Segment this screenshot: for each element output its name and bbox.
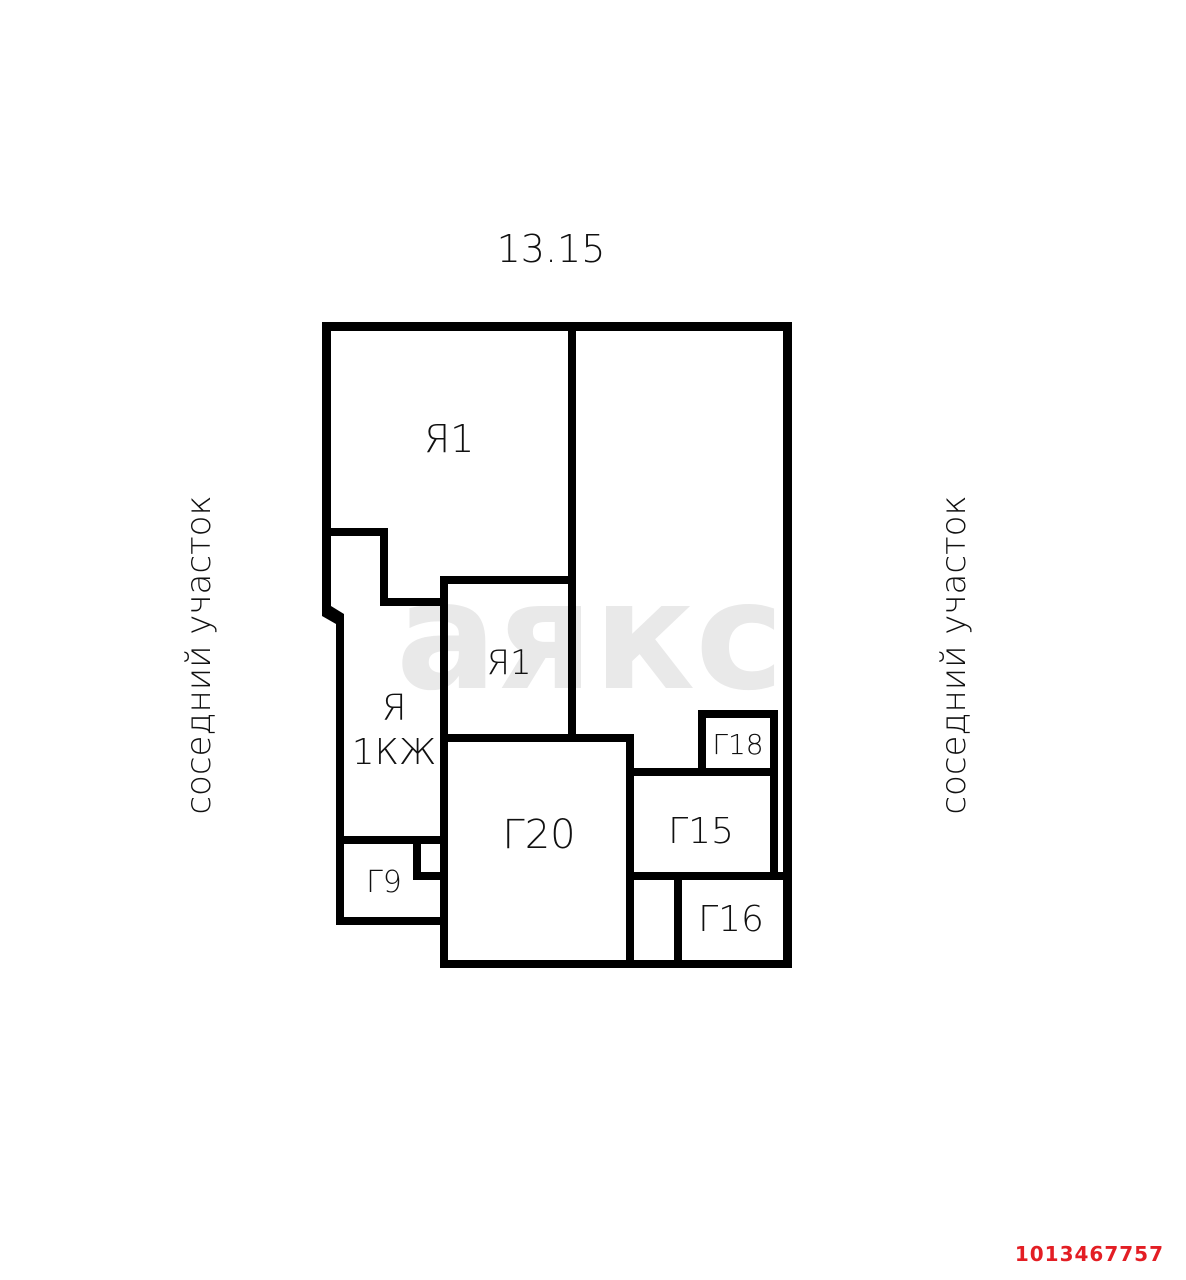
room-label-ya-line2: 1КЖ [352,732,437,773]
room-label-g20: Г20 [502,812,575,858]
room-label-g16: Г16 [698,899,764,940]
room-label-g9: Г9 [366,865,402,900]
room-label-ya-line1: Я [381,688,406,729]
room-label-ya1-large: Я1 [424,417,475,461]
room-label-g18: Г18 [712,728,763,761]
walls [322,322,792,968]
dimension-label-top: 13.15 [497,227,606,271]
neighbor-label-right: соседний участок [934,495,974,814]
room-label-ya1-small: Я1 [486,643,531,683]
listing-id: 1013467757 [1014,1242,1164,1266]
neighbor-label-left: соседний участок [179,495,219,814]
room-label-g15: Г15 [668,811,734,852]
